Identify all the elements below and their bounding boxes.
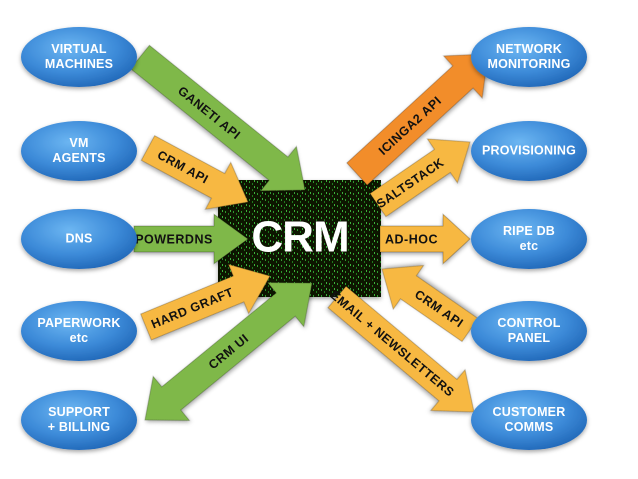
node-virtual-machines-ellipse	[21, 27, 137, 87]
arrow-crm-api-vm-agents-shape	[140, 135, 249, 210]
node-support-billing-label: + BILLING	[48, 420, 111, 434]
node-customer-comms-label: CUSTOMER	[493, 405, 566, 419]
crm-center-label: CRM	[251, 213, 348, 262]
node-provisioning-ellipse	[471, 121, 587, 181]
node-dns-ellipse	[21, 209, 137, 269]
node-provisioning-label: PROVISIONING	[482, 143, 576, 157]
nodes-layer: VIRTUALMACHINESVMAGENTSDNSPAPERWORKetcSU…	[21, 27, 587, 450]
node-customer-comms-ellipse	[471, 390, 587, 450]
node-ripe-db-ellipse	[471, 209, 587, 269]
node-vm-agents-label: VM	[69, 136, 88, 150]
arrow-ganeti-api-shape	[129, 44, 306, 192]
node-virtual-machines-label: MACHINES	[45, 57, 113, 71]
arrow-powerdns: POWERDNS	[133, 213, 249, 265]
node-vm-agents-label: AGENTS	[52, 151, 105, 165]
arrow-crm-ui-shape	[144, 282, 313, 421]
node-provisioning: PROVISIONING	[471, 121, 587, 181]
node-control-panel-label: CONTROL	[497, 316, 560, 330]
node-network-monitoring-label: MONITORING	[487, 57, 570, 71]
node-control-panel-ellipse	[471, 301, 587, 361]
node-dns: DNS	[21, 209, 137, 269]
node-support-billing-label: SUPPORT	[48, 405, 110, 419]
arrow-crm-api-control-panel-shape	[381, 264, 479, 343]
arrow-ad-hoc-label: AD-HOC	[385, 232, 438, 246]
node-network-monitoring-label: NETWORK	[496, 42, 562, 56]
node-virtual-machines-label: VIRTUAL	[51, 42, 107, 56]
node-support-billing-ellipse	[21, 390, 137, 450]
node-paperwork-label: etc	[70, 331, 89, 345]
arrow-powerdns-shape	[133, 213, 249, 265]
arrow-hard-graft-shape	[140, 263, 271, 341]
node-network-monitoring-ellipse	[471, 27, 587, 87]
arrow-powerdns-label: POWERDNS	[135, 232, 213, 246]
node-paperwork-label: PAPERWORK	[37, 316, 120, 330]
node-vm-agents-ellipse	[21, 121, 137, 181]
arrow-email-newsletters-shape	[327, 285, 475, 413]
node-dns-label: DNS	[66, 231, 93, 245]
node-ripe-db-label: RIPE DB	[503, 224, 555, 238]
arrow-ad-hoc-shape	[379, 213, 471, 265]
node-ripe-db-label: etc	[520, 239, 539, 253]
node-paperwork-ellipse	[21, 301, 137, 361]
arrow-saltstack-shape	[369, 138, 471, 218]
node-support-billing: SUPPORT+ BILLING	[21, 390, 137, 450]
node-control-panel-label: PANEL	[508, 331, 551, 345]
arrow-ad-hoc: AD-HOC	[379, 213, 471, 265]
node-customer-comms-label: COMMS	[505, 420, 554, 434]
